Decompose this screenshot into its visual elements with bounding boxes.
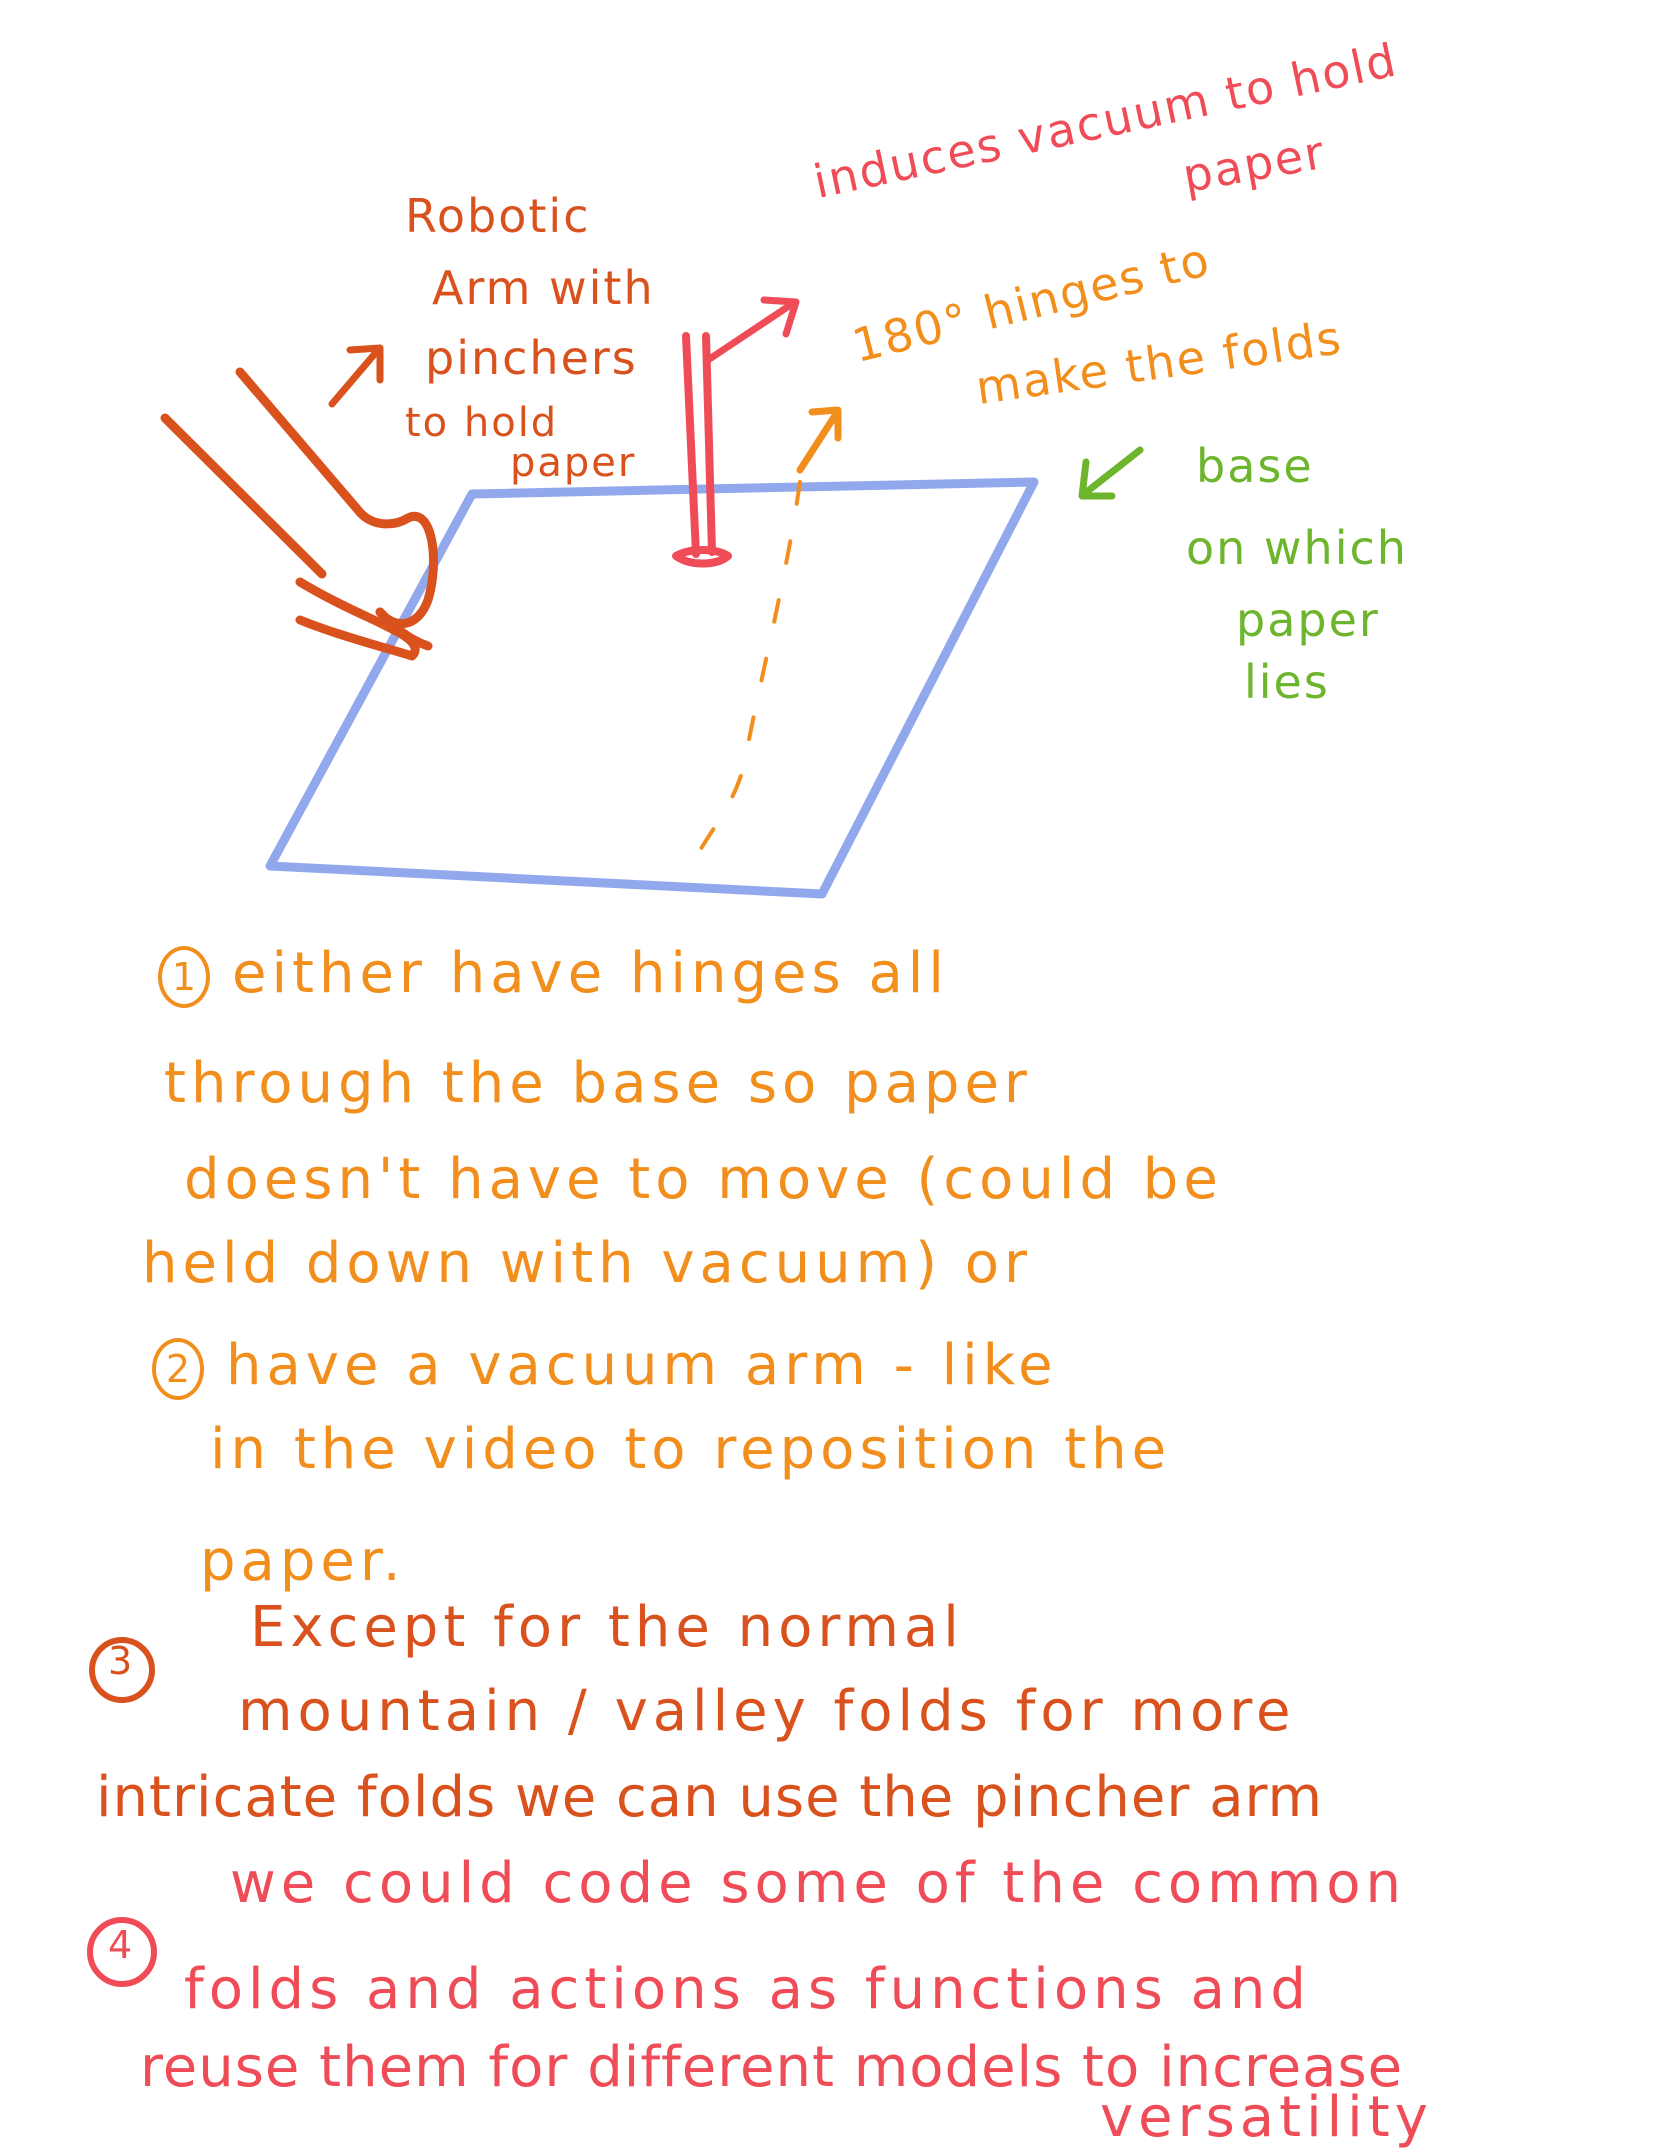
base-label-line: on which <box>1186 521 1408 575</box>
base-label-line: base <box>1196 439 1314 493</box>
note-3-line: intricate folds we can use the pincher a… <box>96 1765 1324 1830</box>
robotic-arm-icon <box>160 367 438 661</box>
arm-label-line: pinchers <box>425 331 638 385</box>
base-arrow <box>1078 446 1144 500</box>
note-4-line: reuse them for different models to incre… <box>140 2035 1404 2100</box>
note-1-line: doesn't have to move (could be <box>184 1147 1223 1212</box>
note3-circle <box>89 1637 155 1703</box>
paper-base-outline <box>265 477 1039 899</box>
note-3-line: Except for the normal <box>250 1595 964 1660</box>
note-3-number: 3 <box>108 1639 135 1683</box>
vacuum-arrow <box>704 296 800 364</box>
note-4-line: versatility <box>1100 2085 1433 2150</box>
base-label-line: paper <box>1236 593 1380 647</box>
note-1-line: held down with vacuum) or <box>142 1231 1033 1296</box>
note-1-line: through the base so paper <box>164 1051 1032 1116</box>
note-2-line: in the video to reposition the <box>210 1417 1172 1482</box>
note-4-number: 4 <box>108 1923 135 1967</box>
vacuum-rod-icon <box>672 332 732 568</box>
note-1-number: 1 <box>158 945 210 1008</box>
note-4-line: folds and actions as functions and <box>184 1957 1311 2022</box>
note4-circle <box>87 1917 157 1987</box>
note-3-line: mountain / valley folds for more <box>238 1679 1296 1744</box>
arm-label-line: to hold <box>405 400 559 446</box>
arm-arrow <box>328 344 384 408</box>
note-4-line: we could code some of the common <box>230 1851 1406 1916</box>
base-label-line: lies <box>1244 655 1330 709</box>
arm-label-line: Arm with <box>432 261 655 315</box>
hinge-fold-line <box>688 480 802 874</box>
arm-label-line: paper <box>510 440 637 486</box>
arm-label-line: Robotic <box>405 189 591 243</box>
note-2-line: paper. <box>200 1529 406 1594</box>
note-2-number: 2 <box>152 1337 204 1400</box>
hinge-arrow <box>796 406 842 474</box>
